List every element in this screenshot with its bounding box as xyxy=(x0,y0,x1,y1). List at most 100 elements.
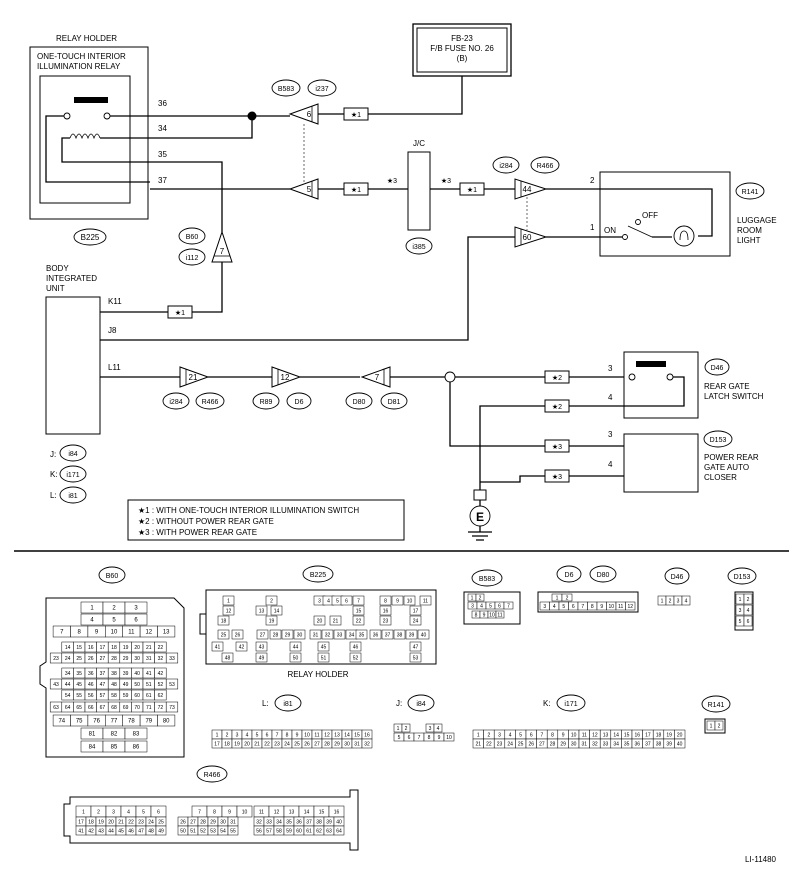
svg-text:CLOSER: CLOSER xyxy=(704,473,737,482)
svg-text:R89: R89 xyxy=(260,399,273,406)
b225-pin-label: 53 xyxy=(413,655,419,661)
svg-text:E: E xyxy=(476,510,484,524)
b225-pin-label: 5 xyxy=(336,598,339,604)
b225-pin-label: 36 xyxy=(373,632,379,638)
d6-pin xyxy=(625,601,636,611)
i171-pin-label: 14 xyxy=(613,732,619,738)
b60-pin-label: 20 xyxy=(134,645,140,651)
i81-pin-label: 23 xyxy=(274,741,280,747)
b60-pin-label: 29 xyxy=(123,656,129,662)
body-integrated-unit: BODY INTEGRATED UNIT K11 J8 L11 J: i84 K… xyxy=(45,264,122,504)
svg-text:i81: i81 xyxy=(283,701,292,708)
i171-pin-label: 20 xyxy=(677,732,683,738)
svg-text:D46: D46 xyxy=(711,365,724,372)
fuse-line2: F/B FUSE NO. 26 xyxy=(430,44,494,53)
svg-text:★1: ★1 xyxy=(351,186,361,194)
svg-text:R466: R466 xyxy=(537,163,554,170)
r466-pin-label: 44 xyxy=(108,828,114,834)
i81-pin-label: 22 xyxy=(264,741,270,747)
star-notes-wires: ★1 ★1 ★3 ★3 ★1 ★1 xyxy=(167,107,485,319)
i84-pin-label: 2 xyxy=(405,726,408,732)
svg-text:★3: ★3 xyxy=(552,443,562,451)
r466-pin-label: 54 xyxy=(220,828,226,834)
b225-pin-label: 18 xyxy=(221,618,227,624)
r466-pin-label: 45 xyxy=(118,828,124,834)
b225-pin-label: 17 xyxy=(413,608,419,614)
svg-text:i171: i171 xyxy=(66,472,79,479)
r466-pin-label: 59 xyxy=(286,828,292,834)
d153-pin-label: 2 xyxy=(747,597,750,603)
r466-pin-label: 31 xyxy=(230,819,236,825)
b60-pin-label: 78 xyxy=(128,719,135,725)
svg-text:i284: i284 xyxy=(169,399,182,406)
d6-pin-label: 9 xyxy=(600,604,603,610)
b60-pin-label: 17 xyxy=(100,645,106,651)
b60-pin-label: 18 xyxy=(111,645,117,651)
svg-text:D80: D80 xyxy=(353,399,366,406)
b60-pin-label: 56 xyxy=(88,693,94,699)
d153-pin-label: 3 xyxy=(739,608,742,614)
b225-pin xyxy=(255,641,268,652)
b583-pin-label: 9 xyxy=(483,612,486,618)
b583-pin-label: 2 xyxy=(479,595,482,601)
d153-pin-label: 6 xyxy=(747,619,750,625)
b225-pin-label: 15 xyxy=(356,608,362,614)
svg-text:i81: i81 xyxy=(68,493,77,500)
b225-pin-label: 34 xyxy=(349,632,355,638)
b225-pin xyxy=(403,595,416,606)
relay-contact-left xyxy=(63,112,71,120)
i81-pin-label: 24 xyxy=(284,741,290,747)
r466-pin-label: 16 xyxy=(334,809,340,815)
b225-pin-label: 33 xyxy=(337,632,343,638)
b225-pin xyxy=(355,629,368,640)
svg-text:J:: J: xyxy=(50,450,56,459)
b225-pin-label: 48 xyxy=(225,655,231,661)
b225-pin-label: 44 xyxy=(293,644,299,650)
connector-i284-r466: i284 R466 44 60 xyxy=(492,156,560,248)
svg-text:LATCH SWITCH: LATCH SWITCH xyxy=(704,392,764,401)
r466-pin-label: 42 xyxy=(88,828,94,834)
i385-label: i385 xyxy=(412,244,425,251)
i171-pin-label: 22 xyxy=(486,741,492,747)
svg-text:3: 3 xyxy=(608,364,613,373)
i171-pin-label: 12 xyxy=(592,732,598,738)
b225-pin-label: 1 xyxy=(227,598,230,604)
r466-pin-label: 52 xyxy=(200,828,206,834)
r466-pin-label: 40 xyxy=(336,819,342,825)
i84-pin-label: 9 xyxy=(438,735,441,741)
b225-pin-label: 8 xyxy=(384,598,387,604)
b225-pin-label: 24 xyxy=(413,618,419,624)
d6-pin-label: 1 xyxy=(556,595,559,601)
l11-connectors: 21 i284 R466 12 R89 D6 7 D80 D81 xyxy=(162,366,456,410)
b225-pin-label: 40 xyxy=(421,632,427,638)
svg-text:GATE AUTO: GATE AUTO xyxy=(704,463,749,472)
b225-pin-label: 32 xyxy=(325,632,331,638)
r466-pin-label: 29 xyxy=(210,819,216,825)
b60-pin-label: 85 xyxy=(111,745,118,751)
r466-pin-label: 10 xyxy=(242,809,248,815)
i171-pin-label: 18 xyxy=(656,732,662,738)
b60-pin-label: 75 xyxy=(76,719,83,725)
b60-pin-label: 79 xyxy=(145,719,152,725)
b225-pin-label: 23 xyxy=(383,618,389,624)
b60-pin-label: 22 xyxy=(158,645,164,651)
svg-text:i112: i112 xyxy=(186,255,199,262)
svg-text:12: 12 xyxy=(281,373,290,382)
b225-pin xyxy=(235,641,248,652)
b60-pin-label: 67 xyxy=(100,705,106,711)
i81-pin-label: 13 xyxy=(334,732,340,738)
relay-contact-bar xyxy=(74,97,108,103)
b60-pin-label: 68 xyxy=(111,705,117,711)
r466-pin-label: 34 xyxy=(276,819,282,825)
svg-text:L:: L: xyxy=(262,699,269,708)
b583-pin xyxy=(475,593,485,602)
b225-pin xyxy=(391,595,404,606)
r466-pin-label: 37 xyxy=(306,819,312,825)
svg-text:K:: K: xyxy=(543,699,551,708)
b60-pin-label: 38 xyxy=(111,671,117,677)
b60-pin-label: 7 xyxy=(60,630,64,636)
b225-pin xyxy=(317,652,330,663)
b60-pin-label: 66 xyxy=(88,705,94,711)
b60-pin-label: 32 xyxy=(158,656,164,662)
